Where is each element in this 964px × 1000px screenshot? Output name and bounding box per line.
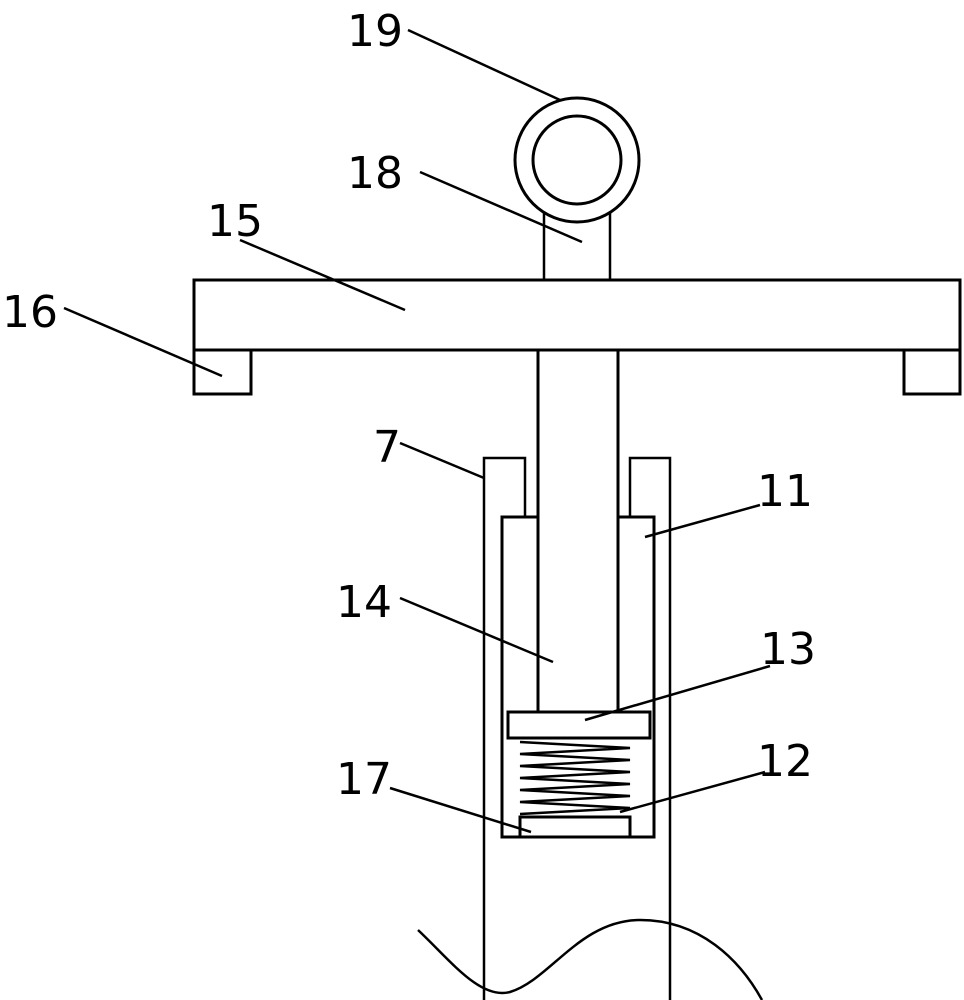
label-19: 19	[347, 6, 403, 57]
label-7: 7	[373, 422, 401, 473]
leader-line-11	[645, 505, 760, 537]
plate-part-15	[194, 280, 960, 350]
label-11: 11	[757, 466, 813, 517]
label-15: 15	[207, 196, 263, 247]
label-12: 12	[757, 736, 813, 787]
label-16: 16	[2, 287, 58, 338]
base-plate-part-17	[520, 817, 630, 837]
break-line	[418, 920, 762, 1000]
foot-right-part-16	[904, 350, 960, 394]
label-14: 14	[336, 577, 392, 628]
label-13: 13	[760, 624, 816, 675]
pressure-plate-part-13	[508, 712, 650, 738]
leader-line-19	[408, 30, 560, 100]
leader-line-7	[400, 443, 484, 478]
foot-left-part-16	[194, 350, 251, 394]
label-18: 18	[347, 148, 403, 199]
ring-part-19	[515, 98, 639, 222]
label-17: 17	[336, 754, 392, 805]
shaft-part-14	[538, 350, 618, 712]
